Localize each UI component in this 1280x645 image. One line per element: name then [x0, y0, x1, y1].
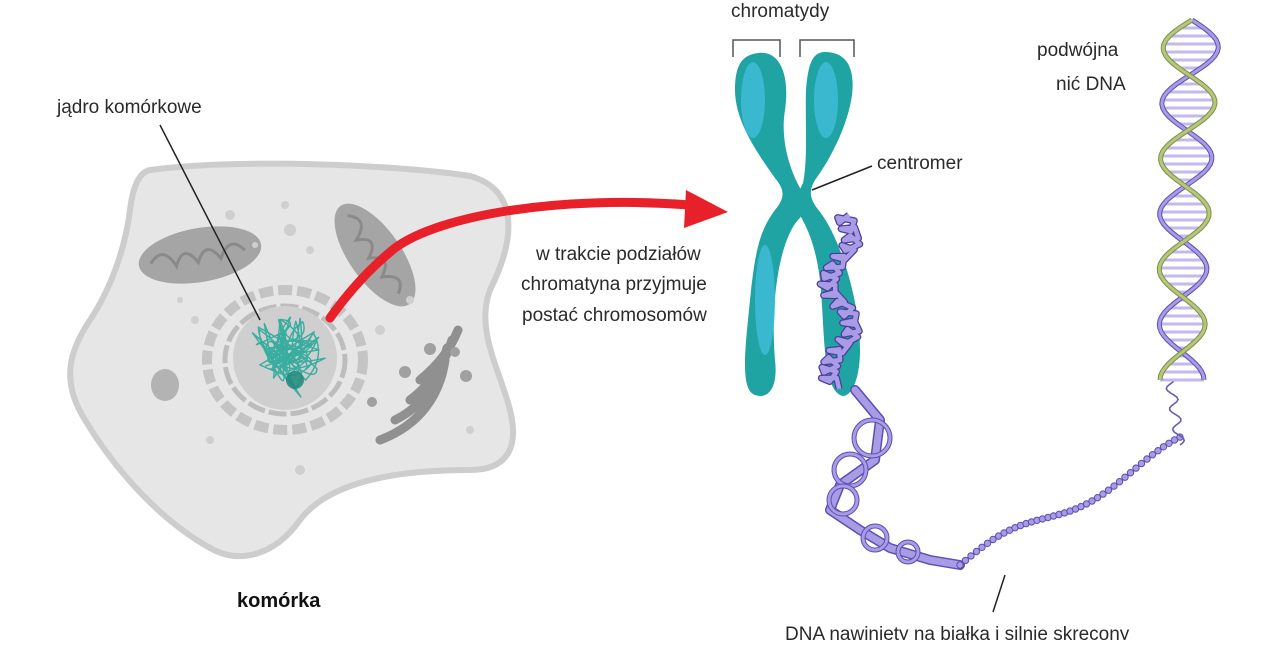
wound-dna-leader-line	[992, 574, 1006, 613]
chromatid-left	[735, 52, 807, 396]
label-wound-dna: DNA nawinięty na białka i silnie skręcon…	[785, 624, 1130, 640]
chromatid-bracket-left	[732, 39, 781, 57]
dna-double-helix	[1156, 17, 1221, 382]
vesicle	[151, 369, 179, 401]
label-cell: komórka	[237, 590, 321, 612]
mitochondrion-left	[138, 226, 262, 284]
cell	[67, 124, 517, 559]
label-nucleus: jądro komórkowe	[56, 97, 202, 118]
chromosome	[735, 52, 864, 396]
transition-arrow	[325, 190, 728, 323]
endoplasmic-reticulum	[202, 285, 368, 435]
arrow-caption-line-3: postać chromosomów	[522, 305, 707, 326]
chromatin	[251, 316, 326, 398]
label-centromere: centromer	[877, 153, 963, 174]
centromere-leader-line	[811, 165, 873, 191]
nucleolus	[286, 371, 304, 389]
chromosome-dna-coil	[816, 212, 864, 390]
label-double-helix-line-1: podwójna	[1037, 40, 1119, 61]
nucleus	[202, 285, 368, 435]
chromatid-bracket-right	[799, 39, 855, 57]
cytoplasm-granules	[177, 201, 474, 475]
mitochondrion-right	[334, 203, 416, 307]
dna-strand	[825, 379, 1186, 570]
arrow-caption-line-2: chromatyna przyjmuje	[521, 274, 707, 295]
arrow-caption-line-1: w trakcie podziałów	[535, 244, 701, 265]
golgi-vesicles	[367, 343, 472, 407]
golgi-apparatus	[375, 325, 463, 445]
label-double-helix-line-2: nić DNA	[1056, 74, 1126, 95]
label-chromatids: chromatydy	[731, 1, 830, 22]
nucleus-leader-line	[159, 124, 261, 321]
